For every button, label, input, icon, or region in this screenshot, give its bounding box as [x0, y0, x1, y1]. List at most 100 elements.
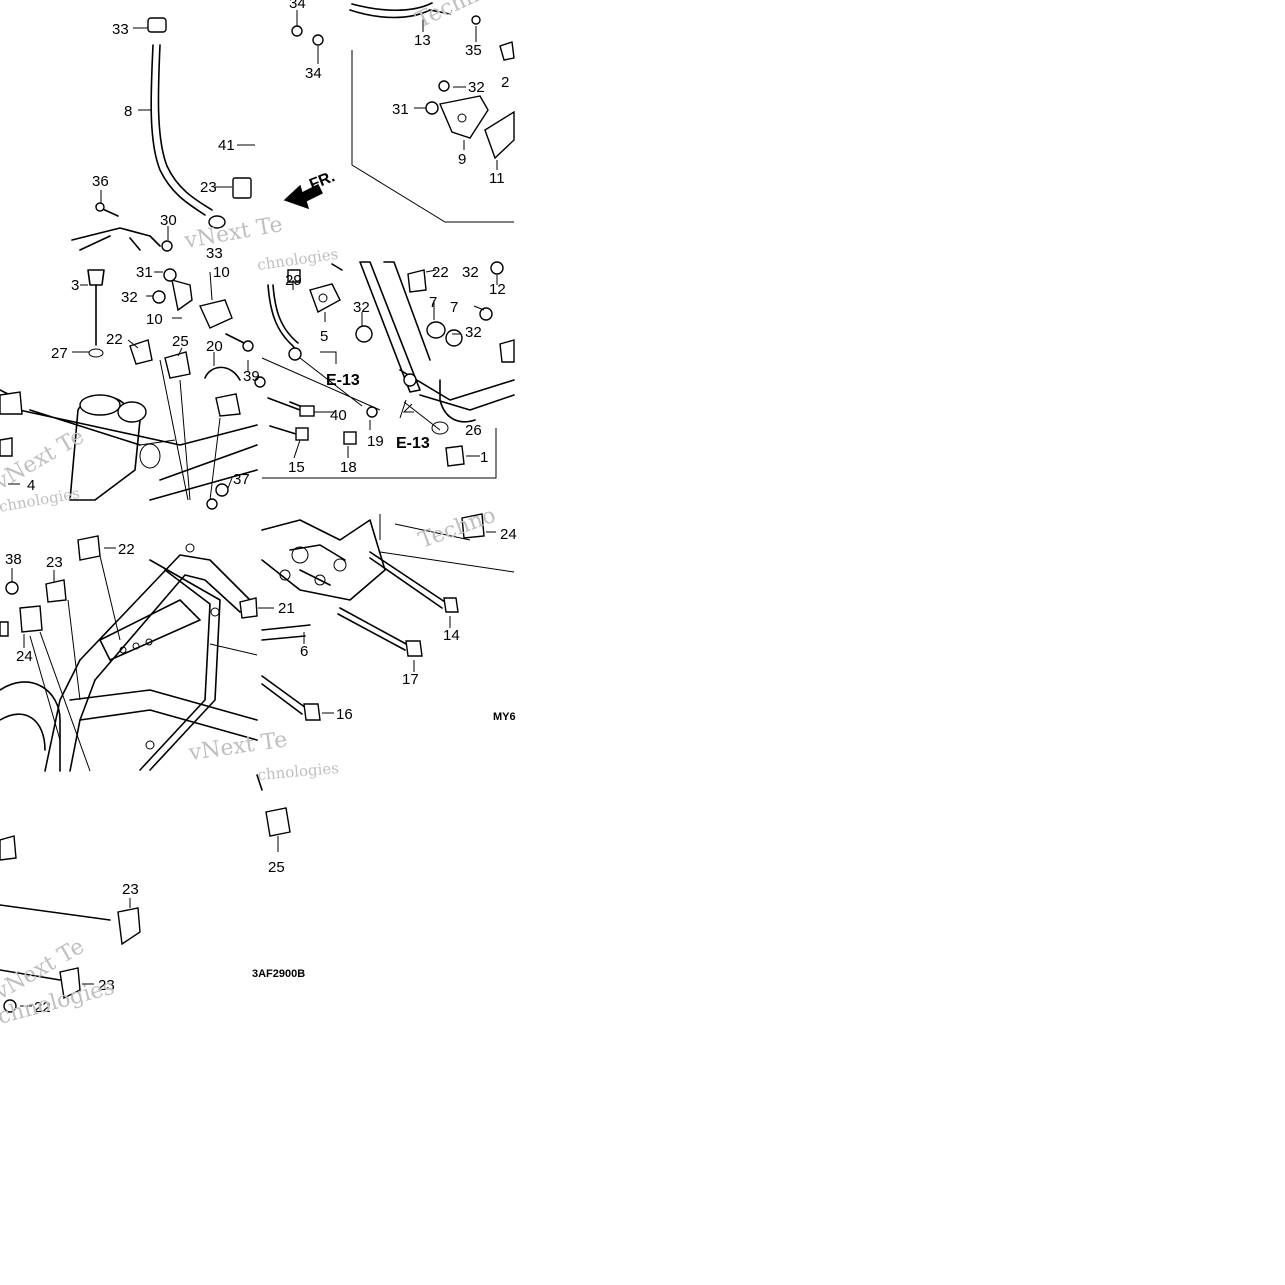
bolt-14	[443, 597, 459, 613]
callout-label-14: 14	[443, 627, 460, 644]
clip-23	[45, 579, 67, 603]
front-direction-label: FR.	[307, 168, 337, 193]
bracket-9	[439, 95, 489, 139]
tile-frame-body	[0, 535, 274, 772]
callout-label-20: 20	[206, 338, 223, 355]
callout-label-36: 36	[92, 173, 109, 190]
svg-text:vNext Te: vNext Te	[182, 212, 285, 254]
clip-24	[461, 513, 485, 539]
callout-label-7: 7	[429, 294, 437, 311]
callout-label-32: 32	[353, 299, 370, 316]
callout-label-34: 34	[305, 65, 322, 82]
bolt-18	[343, 431, 357, 445]
callout-label-22: 22	[34, 999, 51, 1016]
collar-6	[261, 624, 311, 641]
clip-21	[239, 597, 258, 619]
clip-25	[164, 351, 191, 379]
callout-label-39: 39	[243, 368, 260, 385]
callout-label-10: 10	[146, 311, 163, 328]
clip-23	[59, 967, 81, 1000]
front-arrow-icon	[283, 184, 323, 210]
clip-22	[407, 269, 427, 293]
main-frame	[79, 554, 251, 681]
tile-bolts	[261, 513, 515, 721]
svg-text:chnologies: chnologies	[257, 759, 340, 784]
callout-label-5: 5	[320, 328, 328, 345]
callout-label-22: 22	[432, 264, 449, 281]
callout-label-33: 33	[206, 245, 223, 262]
bracket-10	[171, 279, 193, 312]
svg-text:vNext Te: vNext Te	[186, 727, 288, 766]
callout-label-11: 11	[489, 170, 505, 187]
callout-label-26: 26	[465, 422, 482, 439]
callout-label-23: 23	[200, 179, 217, 196]
callout-label-1: 1	[480, 449, 488, 466]
callout-label-22: 22	[118, 541, 135, 558]
callout-label-30: 30	[160, 212, 177, 229]
callout-label-29: 29	[285, 272, 302, 289]
callout-label-3: 3	[71, 277, 79, 294]
callout-label-31: 31	[136, 264, 153, 281]
svg-text:Techno: Techno	[416, 503, 500, 554]
callout-label-16: 16	[336, 706, 353, 723]
callout-label-37: 37	[233, 471, 250, 488]
callout-label-32: 32	[121, 289, 138, 306]
tile-steering-head	[0, 268, 258, 510]
callout-label-22: 22	[106, 331, 123, 348]
callout-label-32: 32	[462, 264, 479, 281]
tile-clip-25	[256, 774, 291, 852]
callout-label-4: 4	[27, 477, 35, 494]
callout-label-32: 32	[465, 324, 482, 341]
tile-brackets	[283, 2, 515, 223]
callout-label-27: 27	[51, 345, 68, 362]
callout-label-21: 21	[278, 600, 295, 617]
clip-22	[77, 535, 101, 561]
diagram-code: 3AF2900B	[252, 968, 305, 980]
callout-label-17: 17	[402, 671, 419, 688]
clip-25	[265, 807, 291, 837]
callout-label-23: 23	[98, 977, 115, 994]
reference-label-e13: E-13	[326, 372, 360, 389]
tile-rear-cross	[254, 261, 515, 479]
clip-24	[19, 605, 43, 633]
callout-label-10: 10	[213, 264, 230, 281]
diagram-code: MY6	[493, 711, 516, 723]
callout-label-7: 7	[450, 299, 458, 316]
bolt-17	[405, 640, 423, 657]
clip-23	[117, 907, 141, 946]
svg-text:Techno: Techno	[412, 0, 495, 33]
callout-label-41: 41	[218, 137, 235, 154]
callout-label-23: 23	[122, 881, 139, 898]
tile-lower-clips	[0, 835, 141, 1013]
callout-label-25: 25	[268, 859, 285, 876]
callout-label-35: 35	[465, 42, 482, 59]
callout-label-6: 6	[300, 643, 308, 660]
callout-label-2: 2	[501, 74, 509, 91]
bracket-5	[309, 283, 341, 314]
rubber-7	[426, 321, 446, 339]
callout-label-23: 23	[46, 554, 63, 571]
bracket-11	[484, 110, 515, 160]
frame-down-tube	[359, 261, 431, 393]
clip-23	[232, 177, 252, 199]
callout-label-9: 9	[458, 151, 466, 168]
callout-label-32: 32	[468, 79, 485, 96]
callout-label-25: 25	[172, 333, 189, 350]
callout-label-38: 38	[5, 551, 22, 568]
callout-label-18: 18	[340, 459, 357, 476]
tile-fuel-tube	[71, 17, 255, 252]
callout-label-12: 12	[489, 281, 506, 298]
callout-label-40: 40	[330, 407, 347, 424]
stopper-1	[445, 445, 465, 467]
reference-label-e13: E-13	[396, 435, 430, 452]
callout-label-33: 33	[112, 21, 129, 38]
callout-label-13: 13	[414, 32, 431, 49]
callout-label-34: 34	[289, 0, 306, 12]
hose-clamp-33	[147, 17, 167, 33]
callout-label-8: 8	[124, 103, 132, 120]
callout-label-15: 15	[288, 459, 305, 476]
band-20	[204, 366, 241, 381]
bolt-16	[303, 703, 321, 721]
